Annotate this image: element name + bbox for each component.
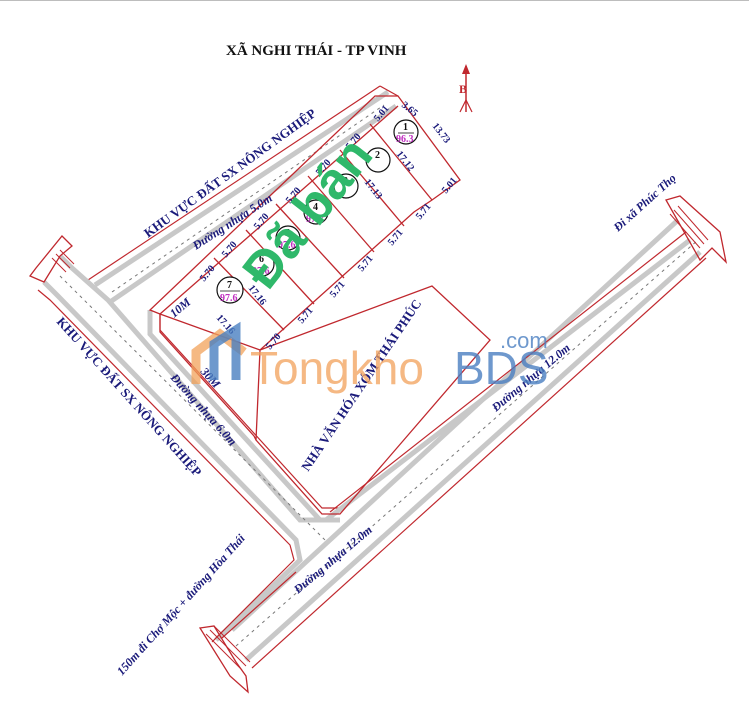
watermark-text-orange: Tongkho (250, 342, 424, 394)
watermark-text-blue: BDS (454, 342, 549, 394)
road-label-12m-lower: Đường nhựa 12.0m (290, 523, 375, 597)
area-label-agri-left: KHU VỰC ĐẤT SX NÔNG NGHIỆP (54, 314, 205, 479)
watermark-logo: Tongkho BDS .com (191, 321, 549, 394)
north-arrow-icon: B (459, 64, 473, 113)
svg-text:96.3: 96.3 (396, 134, 414, 145)
svg-text:1: 1 (403, 122, 408, 133)
svg-text:6: 6 (259, 254, 264, 265)
svg-text:5.71: 5.71 (296, 305, 316, 325)
north-label: B (459, 82, 467, 96)
svg-text:7: 7 (227, 280, 232, 291)
road-label-6m: Đường nhựa 6.0m (167, 370, 240, 448)
corner-lot (159, 314, 257, 441)
svg-text:4: 4 (313, 202, 318, 213)
svg-text:5.71: 5.71 (386, 227, 406, 247)
svg-text:97.6: 97.6 (252, 266, 270, 277)
watermark-com: .com (500, 328, 548, 353)
svg-text:97.x: 97.x (306, 214, 324, 225)
svg-text:5.71: 5.71 (356, 253, 376, 273)
road-end-arrow-bottom-icon (198, 625, 251, 694)
road-6m (37, 254, 342, 643)
svg-text:5.71: 5.71 (328, 279, 348, 299)
road-end-arrow-left-icon (28, 235, 75, 283)
svg-text:97.6: 97.6 (278, 240, 296, 251)
svg-text:3: 3 (343, 176, 348, 187)
road-end-arrow-right-icon (665, 195, 728, 264)
road-5m (78, 85, 399, 305)
top-border (0, 0, 749, 1)
svg-text:13.73: 13.73 (430, 121, 453, 146)
road-12m (221, 218, 707, 669)
svg-text:2: 2 (375, 150, 380, 161)
svg-text:5.71: 5.71 (414, 201, 434, 221)
svg-text:5: 5 (285, 228, 290, 239)
svg-text:97.6: 97.6 (220, 293, 238, 304)
plot-1[interactable]: 1 96.3 3.65 5.01 13.73 5.01 (372, 100, 460, 196)
svg-text:17.12: 17.12 (394, 149, 417, 174)
map-title: XÃ NGHI THÁI - TP VINH (226, 41, 407, 59)
corner-dim-10m: 10M (167, 295, 194, 321)
